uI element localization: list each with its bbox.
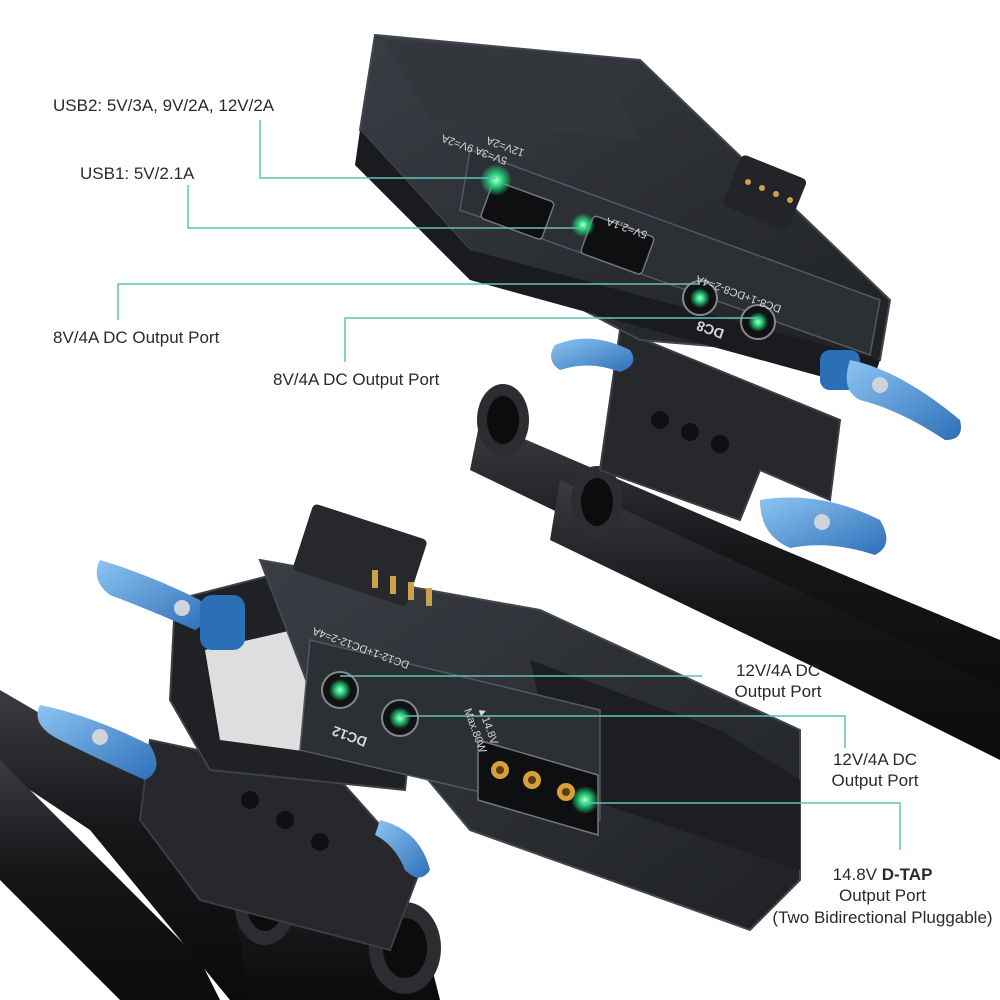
dtap-name: D-TAP xyxy=(881,865,933,884)
dtap-voltage: 14.8V xyxy=(832,865,882,884)
usb1-callout-label: USB1: 5V/2.1A xyxy=(80,164,195,183)
usb2-callout-label: USB2: 5V/3A, 9V/2A, 12V/2A xyxy=(53,96,275,115)
bottom-blue-knob-right-icon xyxy=(375,820,430,878)
dc8-port-2-callout-label: 8V/4A DC Output Port xyxy=(273,370,440,389)
dtap-callout-line1: 14.8V D-TAP xyxy=(770,864,995,885)
top-rod-clamp xyxy=(598,328,842,522)
top-rods xyxy=(470,384,1000,760)
dc8-2-callout-line xyxy=(344,317,758,362)
dtap-callout-label: 14.8V D-TAP Output Port (Two Bidirection… xyxy=(770,864,995,928)
bottom-device xyxy=(0,504,801,1000)
usb2-port xyxy=(480,180,555,240)
dc8-1-callout-line xyxy=(117,283,700,320)
dtap-callout-line xyxy=(585,802,901,850)
dc12-port-1-callout-label: 12V/4A DC Output Port xyxy=(708,660,848,703)
dc12-port-2-callout-label: 12V/4A DC Output Port xyxy=(800,749,950,792)
callout-lines xyxy=(117,120,901,850)
usb1-led-icon xyxy=(571,213,595,237)
dc12-port-2-callout-line2: Output Port xyxy=(831,771,919,791)
dtap-port xyxy=(477,739,599,836)
top-pin-connector xyxy=(723,155,807,230)
top-blue-knob-left-icon xyxy=(551,338,634,372)
usb1-callout-line xyxy=(187,185,583,229)
dtap-callout-note: (Two Bidirectional Pluggable) xyxy=(772,907,993,927)
dc12-port-1-callout-line1: 12V/4A DC xyxy=(735,661,821,680)
bottom-blue-knob-top-icon xyxy=(96,560,245,650)
dc12-port-2-callout-line1: 12V/4A DC xyxy=(832,750,918,769)
top-blue-knob-bottom-icon xyxy=(760,497,887,555)
dtap-callout-line2: Output Port xyxy=(839,886,926,906)
top-device xyxy=(355,33,1000,760)
bottom-blue-knob-left-icon xyxy=(37,705,157,780)
usb2-led-icon xyxy=(480,164,512,196)
top-port-panel xyxy=(459,148,881,357)
top-blue-knob-right-icon xyxy=(820,350,961,440)
dc8-port-1-callout-label: 8V/4A DC Output Port xyxy=(53,328,220,347)
usb2-callout-line xyxy=(259,120,496,179)
dc12-2-callout-line xyxy=(400,715,846,748)
dc12-port-1-callout-line2: Output Port xyxy=(734,682,822,702)
